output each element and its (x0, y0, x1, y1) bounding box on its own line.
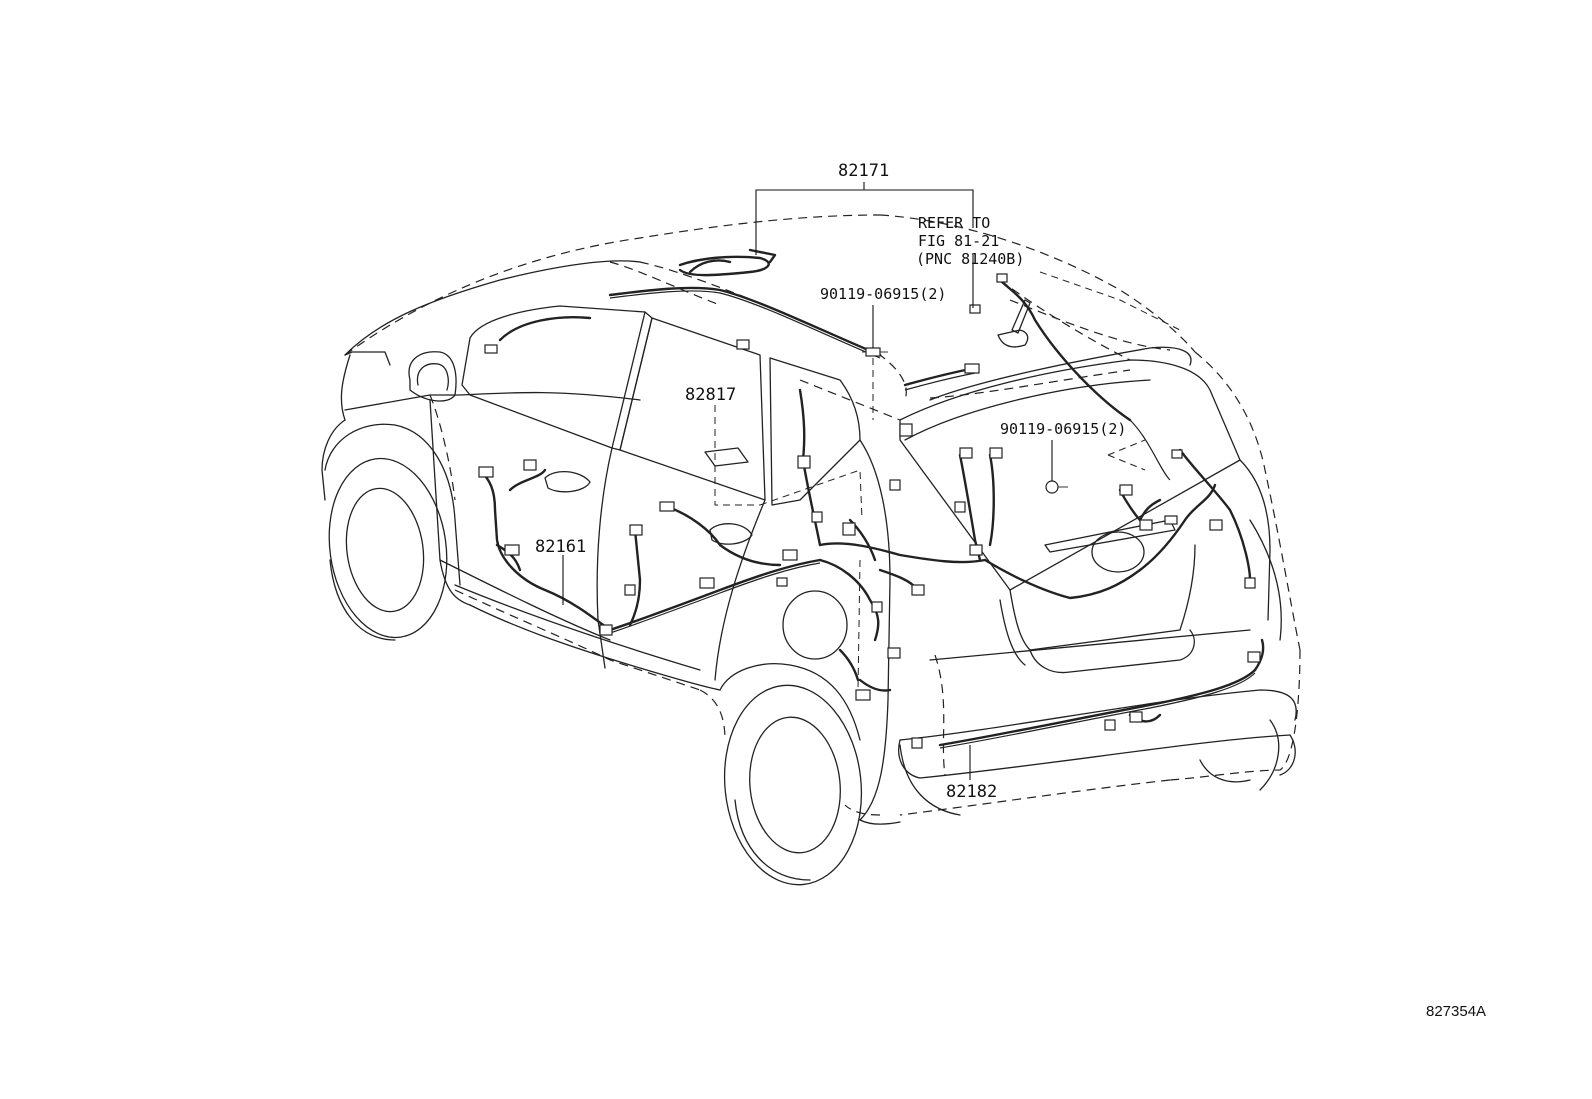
label-tag-82817 (704, 447, 749, 467)
label-82171: 82171 (838, 161, 889, 181)
refer-text-line1: REFER TO (918, 214, 990, 232)
label-bolt-top: 90119-06915(2) (820, 285, 946, 303)
leader-lines (562, 182, 1053, 780)
car-body-outline (321, 260, 1297, 886)
roof-antenna (997, 299, 1031, 348)
wiring-harness (478, 248, 1265, 749)
connectors (478, 273, 1261, 749)
diagram-code: 827354A (1426, 1003, 1486, 1020)
refer-text-line2: FIG 81-21 (918, 232, 999, 250)
bolt-icon-right (1045, 480, 1068, 494)
refer-text-line3: (PNC 81240B) (916, 250, 1024, 268)
bolt-icon-top (862, 347, 888, 357)
label-82817: 82817 (685, 385, 736, 405)
label-82161: 82161 (535, 537, 586, 557)
label-82182: 82182 (946, 782, 997, 802)
label-bolt-right: 90119-06915(2) (1000, 420, 1126, 438)
